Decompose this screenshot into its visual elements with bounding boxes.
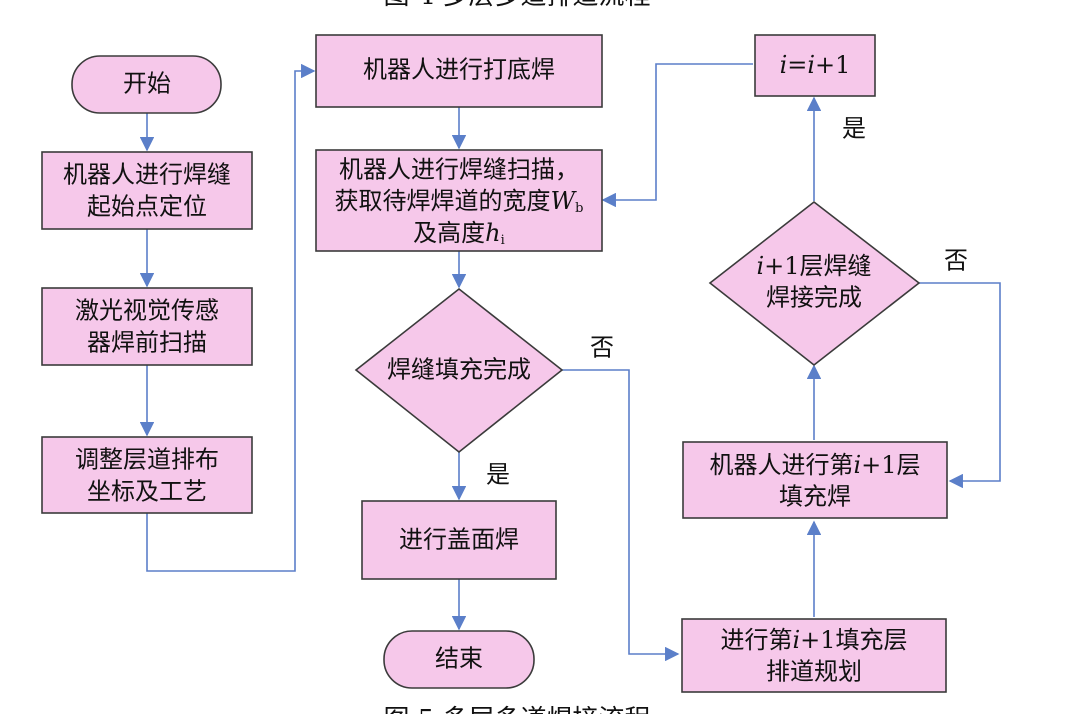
node-scan-line1: 机器人进行焊缝扫描，	[339, 156, 579, 184]
node-prescan-line1: 激光视觉传感	[75, 297, 219, 325]
node-scan-height-var: h	[485, 219, 500, 247]
node-adjust: 调整层道排布 坐标及工艺	[41, 436, 253, 514]
node-increment-label: i=i+1	[780, 51, 851, 79]
decision-layer-complete-line1: i+1层焊缝	[756, 252, 871, 280]
node-fill-weld-var: i	[853, 451, 861, 479]
node-cover-weld-label: 进行盖面焊	[399, 526, 519, 554]
decision-layer-post: +1层焊缝	[764, 252, 871, 280]
node-increment: i=i+1	[754, 34, 876, 97]
decision-layer-complete-line2: 焊接完成	[766, 284, 862, 312]
edge-decision-plan	[562, 369, 680, 662]
node-cover-weld: 进行盖面焊	[361, 500, 557, 580]
caption-top: 图 4 多层多道排道流程	[383, 0, 650, 11]
node-adjust-line2: 坐标及工艺	[87, 478, 207, 506]
node-scan-line3: 及高度hi	[413, 219, 505, 248]
node-end-label: 结束	[435, 645, 483, 673]
node-scan-line2: 获取待焊焊道的宽度Wb	[335, 187, 584, 216]
node-scan-line2-text: 获取待焊焊道的宽度	[335, 187, 551, 215]
node-start: 开始	[71, 55, 222, 114]
decision-fill-complete: 焊缝填充完成	[354, 287, 564, 454]
edge-label-yes-increment: 是	[842, 115, 866, 143]
edge-adjust-root	[146, 63, 316, 572]
edge-check-fill	[919, 282, 1001, 489]
node-fill-weld-line1: 机器人进行第i+1层	[709, 451, 920, 479]
node-prescan-line2: 器焊前扫描	[87, 329, 207, 357]
decision-layer-var: i	[756, 252, 764, 280]
caption-bottom: 图 5 多层多道焊接流程	[383, 705, 650, 714]
node-start-label: 开始	[123, 70, 171, 98]
node-plan-var: i	[792, 626, 800, 654]
decision-layer-complete: i+1层焊缝 焊接完成	[708, 200, 921, 367]
node-plan: 进行第i+1填充层 排道规划	[681, 618, 947, 693]
node-locate: 机器人进行焊缝 起始点定位	[41, 151, 253, 230]
node-fill-weld-pre: 机器人进行第	[709, 451, 853, 479]
node-scan-width-sub: b	[575, 201, 583, 216]
node-adjust-line1: 调整层道排布	[75, 446, 219, 474]
node-plan-post: +1填充层	[800, 626, 907, 654]
node-increment-post: +1	[815, 51, 850, 79]
node-root-weld-label: 机器人进行打底焊	[363, 56, 555, 84]
node-plan-pre: 进行第	[720, 626, 792, 654]
node-fill-weld: 机器人进行第i+1层 填充焊	[682, 441, 948, 519]
node-scan: 机器人进行焊缝扫描， 获取待焊焊道的宽度Wb 及高度hi	[315, 149, 603, 252]
node-fill-weld-line2: 填充焊	[779, 483, 851, 511]
node-plan-line1: 进行第i+1填充层	[720, 626, 907, 654]
node-root-weld: 机器人进行打底焊	[315, 34, 603, 108]
edge-label-no-fill: 否	[944, 247, 968, 275]
edges	[139, 63, 1001, 662]
node-end: 结束	[383, 630, 535, 689]
node-increment-var1: i	[780, 51, 788, 79]
edge-label-yes-cover: 是	[486, 461, 510, 489]
node-plan-line2: 排道规划	[766, 658, 862, 686]
node-increment-eq: =	[787, 51, 807, 79]
node-scan-line3-text: 及高度	[413, 219, 485, 247]
node-fill-weld-post: +1层	[861, 451, 920, 479]
node-scan-height-sub: i	[501, 233, 505, 248]
decision-fill-complete-label: 焊缝填充完成	[387, 356, 531, 384]
node-locate-line1: 机器人进行焊缝	[63, 161, 231, 189]
edge-label-no-plan: 否	[590, 334, 614, 362]
node-increment-var2: i	[807, 51, 815, 79]
node-locate-line2: 起始点定位	[87, 193, 207, 221]
edge-increment-scan	[601, 63, 753, 208]
node-prescan: 激光视觉传感 器焊前扫描	[41, 287, 253, 366]
node-scan-width-var: W	[551, 187, 578, 215]
